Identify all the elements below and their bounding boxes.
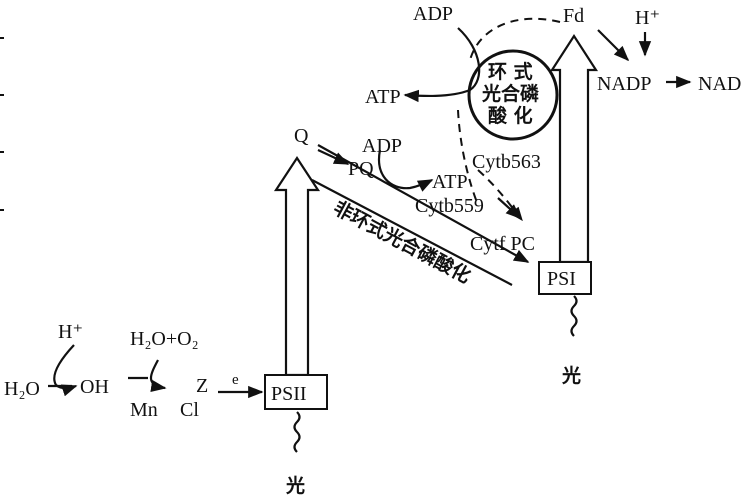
label-cyclic-line2: 光合磷	[481, 82, 539, 105]
label-cytb563: Cytb563	[472, 151, 541, 173]
fd-to-nadp-arrow	[597, 29, 630, 62]
label-cyclic-line1: 环 式	[488, 60, 533, 83]
label-cytb559: Cytb559	[415, 195, 484, 217]
label-fd: Fd	[563, 5, 584, 27]
label-z: Z	[196, 375, 208, 397]
water-split-curve	[53, 344, 78, 397]
light-wave-psii	[293, 411, 301, 453]
psi-box	[538, 261, 592, 295]
label-cyclic-line3: 酸 化	[488, 104, 533, 127]
label-electron: e	[232, 372, 239, 388]
label-h2o-o2: H₂O+O₂	[130, 328, 199, 350]
label-h2o: H₂O	[4, 378, 40, 400]
label-h-plus-left: H⁺	[58, 321, 83, 343]
mid-adp-atp-curve	[377, 149, 434, 192]
psii-box	[264, 374, 328, 410]
label-psii: PSII	[271, 383, 307, 405]
label-oh: OH	[80, 376, 109, 398]
label-atp-left: ATP	[365, 86, 401, 108]
label-psi: PSI	[547, 268, 576, 290]
label-nadph: NAD	[698, 73, 741, 95]
cyclic-phosphorylation-circle	[467, 49, 559, 141]
light-wave-psi	[570, 295, 578, 337]
label-h-plus-top: H⁺	[635, 7, 660, 29]
label-cytf-pc: Cytf PC	[470, 233, 535, 255]
psi-excitation-arrow	[549, 33, 599, 264]
label-nadp: NADP	[597, 73, 651, 95]
label-cl: Cl	[180, 399, 199, 421]
cyclic-adp-atp-arrow	[403, 27, 481, 103]
label-q: Q	[294, 125, 309, 147]
label-light-psii: 光	[285, 474, 305, 497]
q-to-pq-arrow	[317, 149, 350, 165]
noncyclic-transport-arrow	[311, 144, 530, 286]
label-atp-mid: ATP	[432, 171, 468, 193]
label-adp-top: ADP	[413, 3, 453, 25]
label-light-psi: 光	[561, 364, 581, 387]
margin-ticks	[0, 37, 4, 211]
label-pq: PQ	[348, 158, 374, 180]
psii-excitation-arrow	[273, 155, 321, 377]
pq-to-cytf-arrow	[497, 197, 522, 220]
label-mn: Mn	[130, 399, 158, 421]
mn-cl-curve	[149, 359, 167, 393]
label-adp-mid: ADP	[362, 135, 402, 157]
